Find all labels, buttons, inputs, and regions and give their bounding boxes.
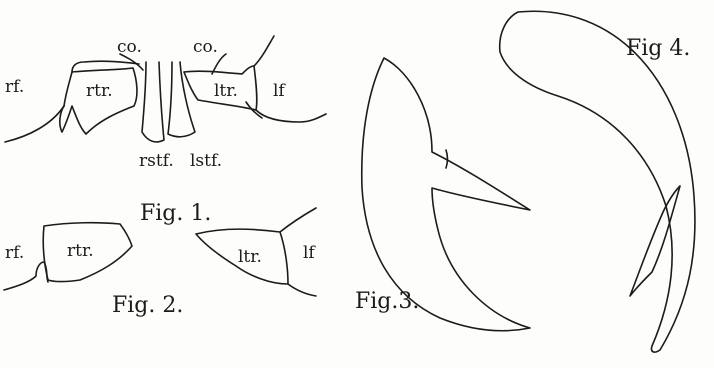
fig1-rtr-outline xyxy=(60,68,137,134)
fig1-ltr-top-line xyxy=(254,36,274,66)
fig2-label-rf: rf. xyxy=(5,243,24,263)
fig1-label-rtr: rtr. xyxy=(86,81,113,101)
fig1-rstf-rod xyxy=(142,62,164,142)
fig1-label-co-right: co. xyxy=(193,37,218,57)
fig2-label-ltr: ltr. xyxy=(238,247,262,267)
fig4-outline xyxy=(500,11,695,352)
fig4-drawing xyxy=(500,11,695,352)
fig1-label-ltr: ltr. xyxy=(214,81,238,101)
fig1-label-lstf: lstf. xyxy=(190,151,222,171)
fig2-caption: Fig. 2. xyxy=(112,293,183,318)
fig1-caption: Fig. 1. xyxy=(140,201,211,226)
fig2-lf-top-line xyxy=(280,208,316,232)
fig1-label-rstf: rstf. xyxy=(139,151,174,171)
fig2-lf-outline xyxy=(288,284,316,296)
fig1-lstf-rod xyxy=(168,62,195,137)
fig4-caption: Fig 4. xyxy=(626,36,690,61)
fig2-rf-outline xyxy=(4,262,48,290)
fig2-label-lf: lf xyxy=(303,243,316,263)
fig3-caption: Fig.3. xyxy=(355,289,419,314)
fig1-rf-outline xyxy=(5,106,64,142)
fig1-label-rf: rf. xyxy=(5,77,24,97)
fig1-label-co-left: co. xyxy=(117,37,142,57)
fig1-co-right-pointer xyxy=(212,54,226,74)
fig1-lf-outline xyxy=(256,110,326,122)
fig1-label-lf: lf xyxy=(273,81,286,101)
fig2-label-rtr: rtr. xyxy=(67,241,94,261)
